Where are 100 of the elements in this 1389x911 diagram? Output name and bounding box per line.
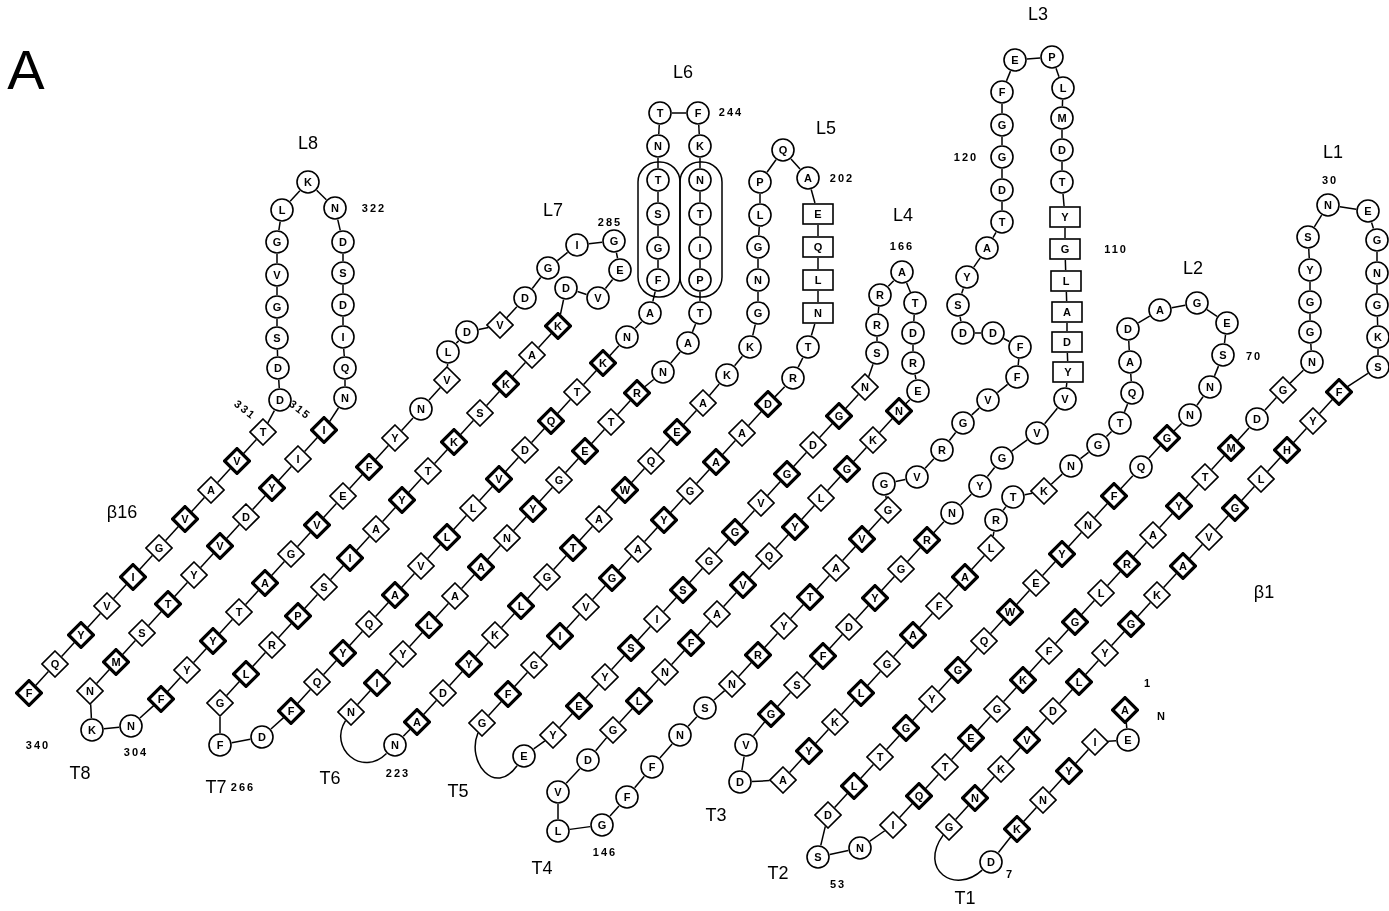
residue-letter: A — [909, 629, 917, 641]
residue-letter: G — [896, 563, 906, 575]
chain-bond — [1173, 422, 1183, 432]
chain-bond — [757, 291, 759, 302]
turn-label: T4 — [531, 859, 553, 877]
residue-letter: A — [713, 608, 721, 620]
residue-diamond — [1143, 581, 1171, 609]
residue-circle — [615, 785, 639, 809]
chain-bond — [400, 572, 416, 589]
chain-bond — [669, 497, 685, 514]
residue-letter: D — [258, 731, 266, 743]
chain-bond — [788, 757, 804, 774]
residue-letter: Y — [391, 432, 399, 444]
residue-letter: F — [694, 107, 702, 119]
residue-diamond — [899, 621, 927, 649]
chain-bond — [402, 728, 411, 738]
residue-circle — [688, 134, 712, 158]
residue-letter: A — [1121, 704, 1129, 716]
residue-letter: T — [259, 426, 267, 438]
residue-letter: F — [216, 739, 224, 751]
residue-letter: A — [1063, 306, 1071, 318]
residue-letter: S — [679, 584, 687, 596]
residue-diamond — [468, 709, 496, 737]
chain-bond — [1080, 599, 1096, 616]
residue-circle — [865, 341, 889, 365]
residue-circle — [676, 331, 700, 355]
residue-letter: D — [764, 398, 772, 410]
chain-bond — [1346, 372, 1369, 388]
chain-bond — [1001, 168, 1003, 179]
residue-number: 70 — [1245, 350, 1263, 362]
residue-circle — [781, 366, 805, 390]
residue-diamond — [799, 431, 827, 459]
residue-letter: N — [1084, 519, 1092, 531]
residue-letter: M — [1226, 442, 1236, 454]
residue-letter: P — [294, 610, 302, 622]
chain-bond — [564, 457, 580, 474]
chain-bond — [657, 157, 659, 169]
residue-letter: T — [1009, 491, 1017, 503]
chain-bond — [244, 589, 260, 606]
residue-letter: L — [756, 209, 764, 221]
chain-bond — [558, 712, 574, 729]
chain-bond — [487, 700, 503, 717]
residue-diamond — [1081, 728, 1109, 756]
residue-diamond — [961, 784, 989, 812]
residue-letter: L — [469, 502, 477, 514]
chain-bond — [763, 632, 779, 649]
residue-letter: Y — [791, 521, 799, 533]
residue-letter: N — [659, 366, 667, 378]
residue-diamond — [1195, 523, 1223, 551]
chain-bond — [867, 516, 883, 533]
chain-bond — [1022, 806, 1038, 823]
chain-bond — [810, 323, 816, 337]
residue-letter: E — [673, 426, 681, 438]
residue-diamond — [781, 513, 809, 541]
residue-letter: S — [793, 679, 801, 691]
residue-circle — [748, 170, 772, 194]
chain-bond — [448, 670, 464, 687]
chain-bond — [615, 252, 619, 259]
residue-circle — [951, 411, 975, 435]
chain-bond — [1005, 70, 1012, 82]
chain-bond — [747, 410, 763, 427]
residue-letter: F — [998, 86, 1006, 98]
residue-letter: A — [413, 716, 421, 728]
chain-bond — [1001, 103, 1003, 114]
residue-letter: T — [569, 542, 577, 554]
residue-circle — [265, 295, 289, 319]
residue-diamond — [1055, 757, 1083, 785]
residue-letter: S — [654, 208, 662, 220]
residue-letter: L — [635, 695, 643, 707]
residue-letter: K — [831, 716, 839, 728]
residue-circle — [1365, 261, 1389, 285]
residue-diamond — [821, 708, 849, 736]
chain-bond — [1206, 308, 1218, 318]
residue-letter: D — [521, 292, 529, 304]
chain-bond — [315, 189, 328, 201]
residue-letter: F — [654, 274, 662, 286]
chain-bond — [657, 191, 659, 203]
residue-circle — [901, 351, 925, 375]
chain-bond — [1058, 688, 1074, 705]
chain-bond — [918, 612, 934, 629]
chain-bond — [950, 744, 966, 761]
residue-diamond — [388, 486, 416, 514]
chain-bond — [817, 290, 819, 303]
chain-bond — [1128, 340, 1130, 351]
residue-diamond — [866, 743, 894, 771]
residue-diamond — [481, 621, 509, 649]
chain-bond — [696, 620, 712, 637]
residue-letter: N — [391, 739, 399, 751]
residue-letter: Y — [1309, 415, 1317, 427]
residue-letter: F — [365, 461, 373, 473]
residue-diamond — [493, 524, 521, 552]
residue-letter: G — [653, 242, 663, 254]
residue-letter: A — [1126, 356, 1134, 368]
chain-bond — [867, 363, 874, 378]
residue-circle — [728, 770, 752, 794]
chain-bond — [270, 560, 286, 577]
residue-diamond — [1065, 668, 1093, 696]
residue-diamond — [617, 634, 645, 662]
residue-diamond — [545, 466, 573, 494]
residue-letter: E — [581, 445, 589, 457]
